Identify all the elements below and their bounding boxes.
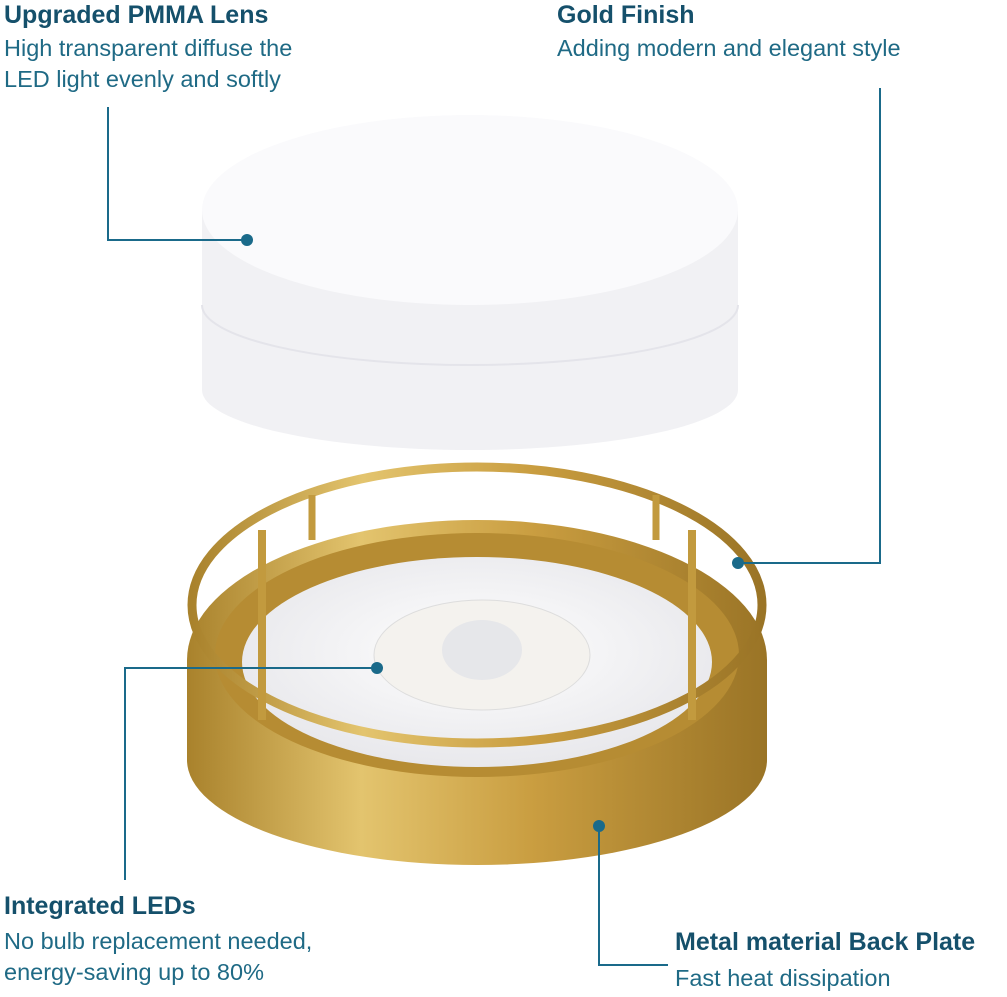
leds-title: Integrated LEDs — [4, 892, 196, 920]
plate-title: Metal material Back Plate — [675, 928, 976, 956]
leds-line-2: energy-saving up to 80% — [4, 959, 264, 985]
gold-rail — [187, 462, 767, 748]
lens-line-2: LED light evenly and softly — [4, 66, 281, 92]
finish-line-1: Adding modern and elegant style — [557, 35, 901, 61]
lens-title: Upgraded PMMA Lens — [4, 1, 269, 29]
leader-dots — [241, 234, 744, 832]
pmma-lens — [201, 115, 739, 450]
gold-fixture — [187, 462, 767, 865]
leds-line-1: No bulb replacement needed, — [4, 928, 313, 954]
lens-line-1: High transparent diffuse the — [4, 35, 293, 61]
leader-lines — [107, 88, 881, 966]
finish-title: Gold Finish — [557, 1, 695, 29]
plate-line-1: Fast heat dissipation — [675, 965, 891, 991]
